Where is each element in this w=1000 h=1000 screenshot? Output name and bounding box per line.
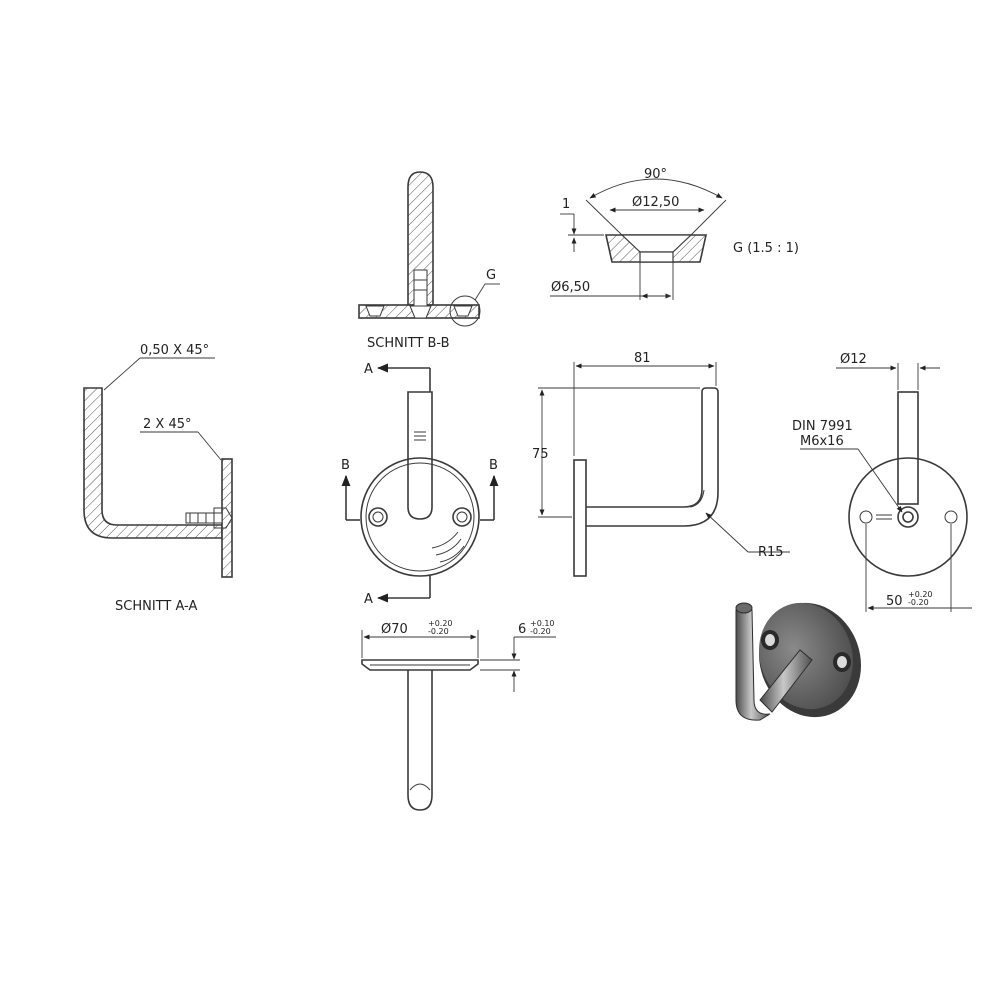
countersink-diameter-label: Ø12,50	[632, 195, 679, 210]
section-a-marker-top: A	[364, 362, 373, 377]
side-view: 81 75 R15	[532, 351, 790, 577]
plate-thickness-label: 6	[518, 622, 526, 637]
hole-spacing-label: 50	[886, 594, 903, 609]
section-aa-view: 0,50 X 45° 2 X 45° SCHNITT A-A	[83, 343, 233, 614]
plate-diameter-tol-minus: -0.20	[428, 627, 449, 636]
section-bb-title: SCHNITT B-B	[367, 336, 450, 351]
section-aa-title: SCHNITT A-A	[115, 599, 197, 614]
plate-diameter-tol-plus: +0.20	[428, 619, 453, 628]
plate-thickness-tol-plus: +0.10	[530, 619, 555, 628]
hole-spacing-tol-plus: +0.20	[908, 590, 933, 599]
detail-marker-label: G	[486, 268, 496, 283]
angle-label: 90°	[644, 167, 667, 182]
hole-diameter-label: Ø6,50	[551, 280, 590, 295]
screw-norm-label: DIN 7991	[792, 419, 853, 434]
detail-g-view: 90° Ø12,50 1 Ø6,50 G (1.5 : 1)	[550, 167, 799, 300]
plate-diameter-label: Ø70	[381, 622, 408, 637]
plate-thickness-tol-minus: -0.20	[530, 627, 551, 636]
detail-title: G (1.5 : 1)	[733, 241, 799, 256]
countersink-depth-label: 1	[562, 197, 570, 212]
front-view: A A B B	[341, 362, 499, 607]
section-a-marker-bottom: A	[364, 592, 373, 607]
height-label: 75	[532, 447, 549, 462]
screw-size-label: M6x16	[800, 434, 844, 449]
tube-diameter-label: Ø12	[840, 352, 867, 367]
hole-spacing-tol-minus: -0.20	[908, 598, 929, 607]
width-label: 81	[634, 351, 651, 366]
right-view: Ø12 DIN 7991 M6x16 50 +0.20 -0.20	[792, 352, 972, 612]
section-bb-view: G SCHNITT B-B	[358, 171, 500, 351]
chamfer-large-label: 2 X 45°	[143, 417, 191, 432]
section-b-marker-left: B	[341, 458, 350, 473]
section-b-marker-right: B	[489, 458, 498, 473]
bottom-view: Ø70 +0.20 -0.20 6 +0.10 -0.20	[361, 619, 556, 811]
chamfer-small-label: 0,50 X 45°	[140, 343, 209, 358]
isometric-render	[735, 602, 862, 721]
radius-label: R15	[758, 545, 784, 560]
